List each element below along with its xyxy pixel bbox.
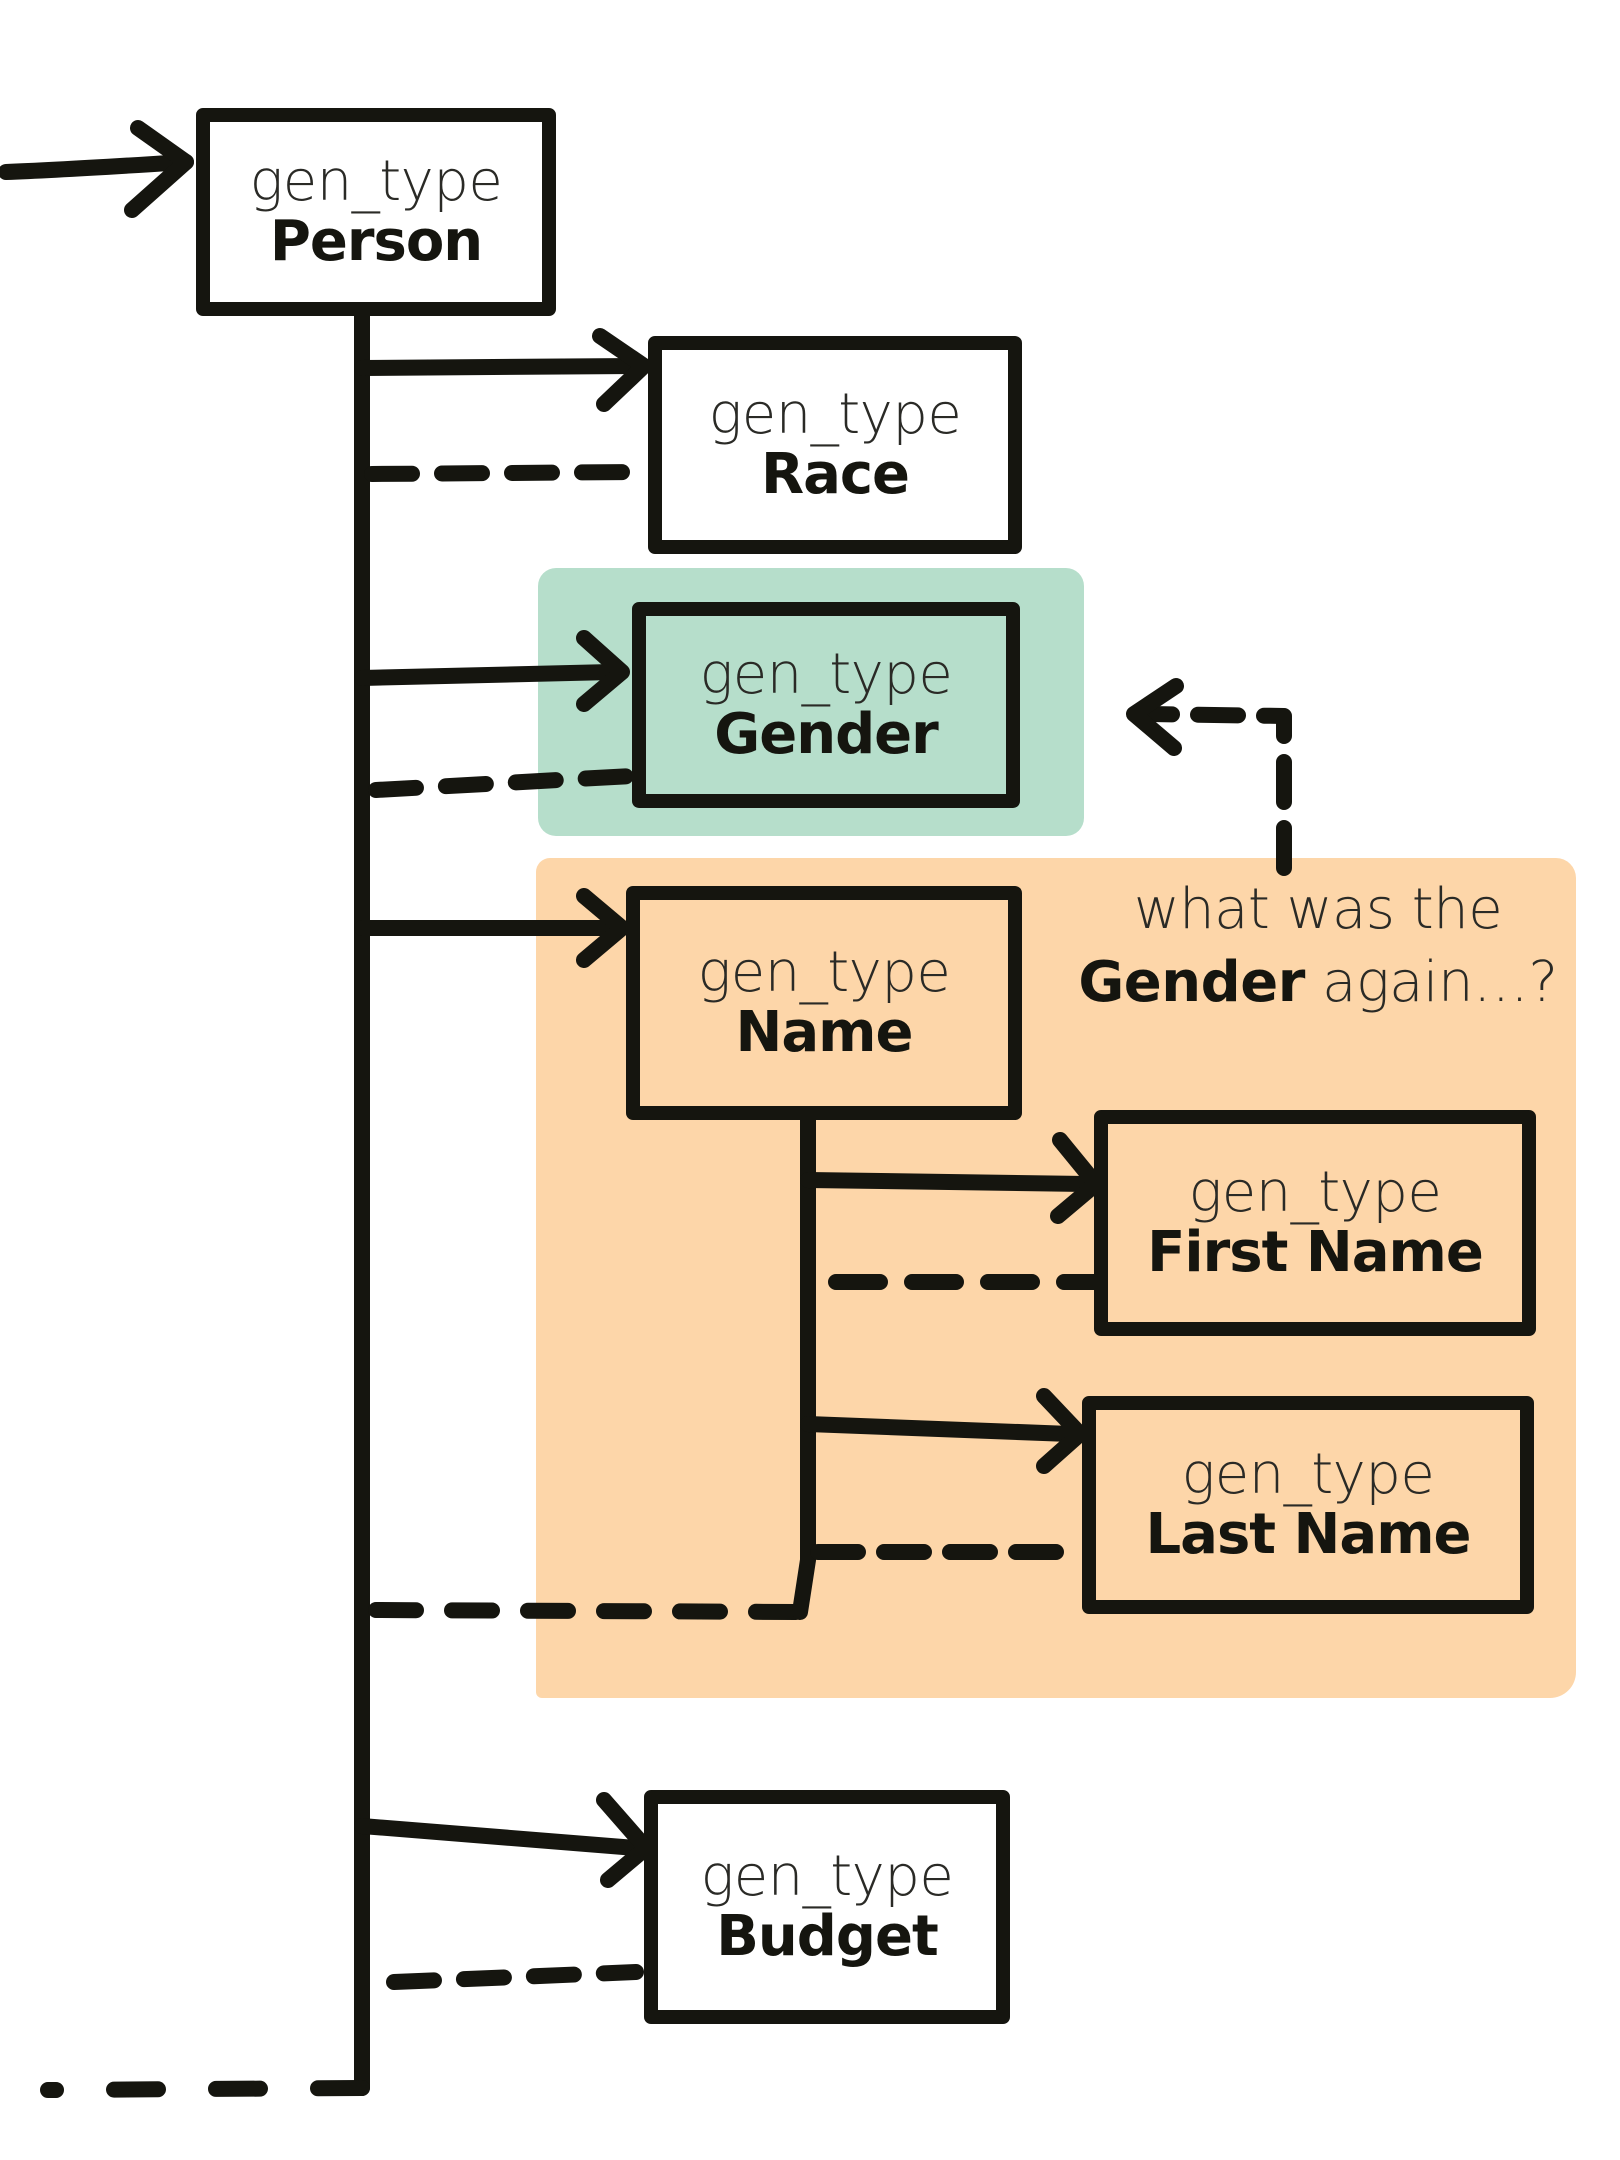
annotation-line-1: what was the	[1133, 877, 1503, 942]
gender-return-dashed	[368, 768, 640, 798]
budget-node-type: gen_type	[700, 1843, 954, 1909]
budget-return-dashed	[386, 1964, 644, 1990]
race-node-type: gen_type	[708, 381, 962, 447]
annotation-pointer-head	[1126, 678, 1184, 756]
last-name-arrow-line	[800, 1416, 1078, 1442]
last-name-node-name: Last Name	[1145, 1502, 1471, 1567]
budget-node-name: Budget	[716, 1904, 938, 1969]
annotation-rest: again…?	[1304, 949, 1558, 1015]
gender-node-type: gen_type	[699, 641, 953, 707]
race-node-name: Race	[760, 442, 910, 507]
gender-arrow-line	[354, 664, 620, 686]
incoming-arrow-head	[124, 120, 194, 218]
gender-node: gen_type Gender	[632, 602, 1020, 808]
name-node-type: gen_type	[697, 939, 951, 1005]
gender-arrow-head	[576, 630, 630, 712]
annotation-line-2: Gender again…?	[1058, 947, 1578, 1020]
outgoing-dashed	[40, 2080, 370, 2098]
name-node-name: Name	[735, 1000, 914, 1065]
first-name-node: gen_type First Name	[1094, 1110, 1536, 1336]
name-return-dashed	[368, 1602, 808, 1620]
gender-question-annotation: what was the Gender again…?	[1058, 874, 1578, 1020]
race-node: gen_type Race	[648, 336, 1022, 554]
first-name-node-name: First Name	[1147, 1220, 1484, 1285]
race-arrow-head	[592, 328, 652, 412]
first-name-node-type: gen_type	[1188, 1159, 1442, 1225]
name-arrow-head	[576, 888, 630, 968]
person-node-type: gen_type	[249, 148, 503, 214]
race-return-dashed	[364, 464, 648, 482]
person-node: gen_type Person	[196, 108, 556, 316]
last-name-node: gen_type Last Name	[1082, 1396, 1534, 1614]
annotation-bold-word: Gender	[1078, 949, 1305, 1015]
gender-node-name: Gender	[714, 702, 938, 767]
last-name-node-type: gen_type	[1181, 1441, 1435, 1507]
name-spine	[792, 1108, 816, 1620]
annotation-pointer-dashed	[1142, 706, 1292, 876]
first-name-arrow-line	[800, 1172, 1094, 1192]
person-node-name: Person	[269, 209, 483, 274]
budget-arrow-line	[354, 1818, 644, 1856]
race-arrow-line	[354, 358, 644, 376]
incoming-arrow-line	[0, 154, 194, 180]
name-node: gen_type Name	[626, 886, 1022, 1120]
budget-node: gen_type Budget	[644, 1790, 1010, 2024]
last-name-arrow-head	[1036, 1388, 1088, 1474]
